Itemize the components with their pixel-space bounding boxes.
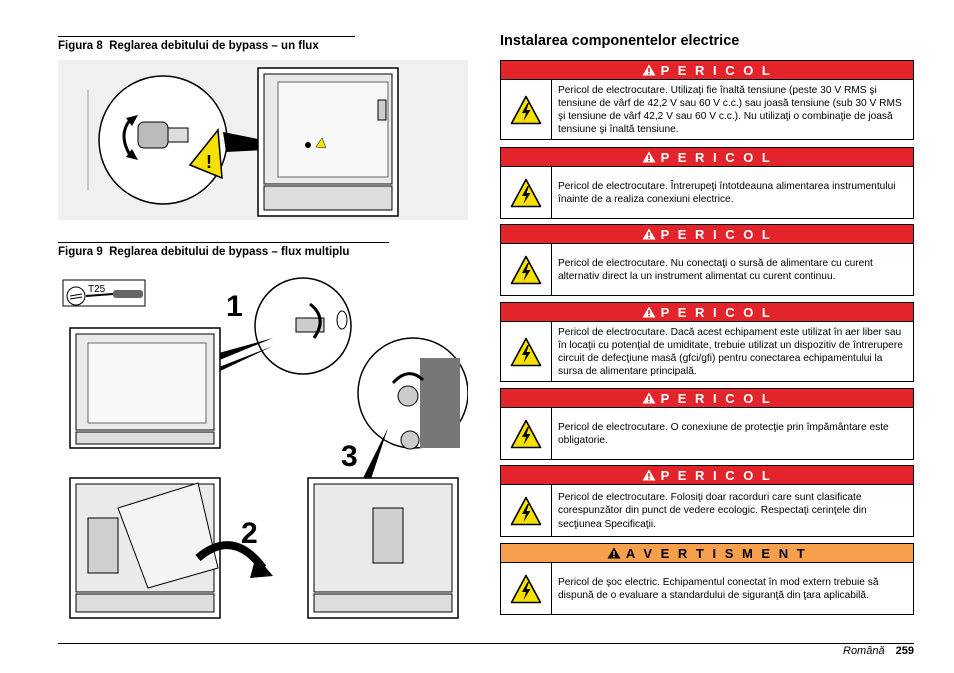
hazard-icon-cell (501, 322, 552, 382)
alert-triangle-icon (642, 151, 656, 163)
hazard-heading: P E R I C O L (501, 303, 913, 322)
hazard-heading-label: P E R I C O L (660, 390, 773, 406)
hazard-text: Pericol de şoc electric. Echipamentul co… (558, 576, 879, 601)
electric-hazard-icon (510, 496, 542, 526)
danger-box: P E R I C O L Pericol de electrocutare. Î… (500, 147, 914, 219)
hazard-body: Pericol de şoc electric. Echipamentul co… (501, 563, 913, 615)
hazard-heading-label: P E R I C O L (660, 226, 773, 242)
hazard-body: Pericol de electrocutare. Nu conectaţi o… (501, 244, 913, 296)
hazard-icon-cell (501, 485, 552, 537)
figure-9-caption: Figura 9 Reglarea debitului de bypass – … (58, 242, 389, 258)
tool-label: T25 (88, 284, 106, 295)
hazard-body: Pericol de electrocutare. O conexiune de… (501, 408, 913, 460)
hazard-text: Pericol de electrocutare. Nu conectaţi o… (558, 257, 873, 282)
page-number: 259 (895, 645, 914, 657)
hazard-text: Pericol de electrocutare. O conexiune de… (558, 421, 889, 446)
danger-box: P E R I C O L Pericol de electrocutare. U… (500, 60, 914, 140)
figure-8-label: Figura 8 (58, 40, 103, 52)
danger-box: P E R I C O L Pericol de electrocutare. D… (500, 302, 914, 382)
hazard-heading: A V E R T I S M E N T (501, 544, 913, 563)
hazard-heading-label: P E R I C O L (660, 467, 773, 483)
danger-box: P E R I C O L Pericol de electrocutare. F… (500, 465, 914, 537)
figure-8-title: Reglarea debitului de bypass – un flux (109, 40, 319, 52)
hazard-body: Pericol de electrocutare. Întrerupeţi în… (501, 167, 913, 219)
hazard-text: Pericol de electrocutare. Utilizaţi fie … (558, 84, 902, 136)
hazard-text: Pericol de electrocutare. Întrerupeţi în… (558, 180, 896, 205)
electric-hazard-icon (510, 419, 542, 449)
alert-triangle-icon (642, 392, 656, 404)
section-title: Instalarea componentelor electrice (500, 33, 740, 49)
hazard-icon-cell (501, 563, 552, 615)
hazard-heading: P E R I C O L (501, 466, 913, 485)
hazard-icon-cell (501, 244, 552, 296)
step-1: 1 (226, 290, 243, 323)
figure-8-caption: Figura 8 Reglarea debitului de bypass – … (58, 36, 355, 52)
alert-triangle-icon (642, 469, 656, 481)
hazard-heading: P E R I C O L (501, 61, 913, 80)
hazard-heading-label: P E R I C O L (660, 149, 773, 165)
hazard-icon-cell (501, 167, 552, 219)
hazard-heading-label: P E R I C O L (660, 304, 773, 320)
hazard-text: Pericol de electrocutare. Dacă acest ech… (558, 326, 903, 378)
footer-language: Română (843, 645, 885, 657)
figure-9-title: Reglarea debitului de bypass – flux mult… (109, 246, 350, 258)
hazard-body: Pericol de electrocutare. Folosiţi doar … (501, 485, 913, 537)
figure-9-illustration: T25 1 2 3 3x (62, 277, 468, 619)
hazard-icon-cell (501, 80, 552, 140)
alert-triangle-icon (642, 64, 656, 76)
electric-hazard-icon (510, 178, 542, 208)
electric-hazard-icon (510, 574, 542, 604)
alert-triangle-icon (642, 306, 656, 318)
figure-8-illustration: ! (58, 60, 468, 220)
warning-box: A V E R T I S M E N T Pericol de şoc elec… (500, 543, 914, 615)
electric-hazard-icon (510, 255, 542, 285)
hazard-body: Pericol de electrocutare. Dacă acest ech… (501, 322, 913, 382)
step-2: 2 (241, 517, 258, 550)
electric-hazard-icon (510, 337, 542, 367)
electric-hazard-icon (510, 95, 542, 125)
danger-box: P E R I C O L Pericol de electrocutare. O… (500, 388, 914, 460)
svg-text:!: ! (206, 152, 212, 172)
footer-rule (58, 643, 914, 644)
hazard-heading: P E R I C O L (501, 389, 913, 408)
hazard-heading: P E R I C O L (501, 148, 913, 167)
figure-9-label: Figura 9 (58, 246, 103, 258)
page-footer: Română 259 (843, 645, 914, 657)
danger-box: P E R I C O L Pericol de electrocutare. N… (500, 224, 914, 296)
hazard-heading-label: A V E R T I S M E N T (625, 545, 808, 561)
alert-triangle-icon (642, 228, 656, 240)
hazard-text: Pericol de electrocutare. Folosiţi doar … (558, 492, 867, 530)
hazard-body: Pericol de electrocutare. Utilizaţi fie … (501, 80, 913, 140)
hazard-heading: P E R I C O L (501, 225, 913, 244)
alert-triangle-icon (607, 547, 621, 559)
hazard-icon-cell (501, 408, 552, 460)
hazard-heading-label: P E R I C O L (660, 62, 773, 78)
step-3: 3 (341, 440, 358, 473)
